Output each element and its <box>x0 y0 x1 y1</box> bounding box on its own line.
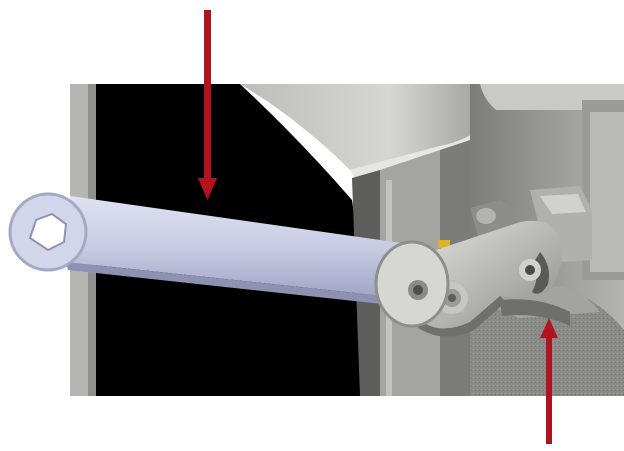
wrench <box>8 192 450 328</box>
wrench-eye-end <box>374 240 450 328</box>
arrow-down-icon <box>198 10 217 200</box>
hinge-linkage <box>415 200 562 337</box>
wrench-handle <box>66 196 408 298</box>
wrench-box-end <box>8 192 88 272</box>
hex-socket <box>28 212 68 252</box>
yellow-accent <box>438 240 450 248</box>
arrow-up-icon <box>540 318 558 444</box>
